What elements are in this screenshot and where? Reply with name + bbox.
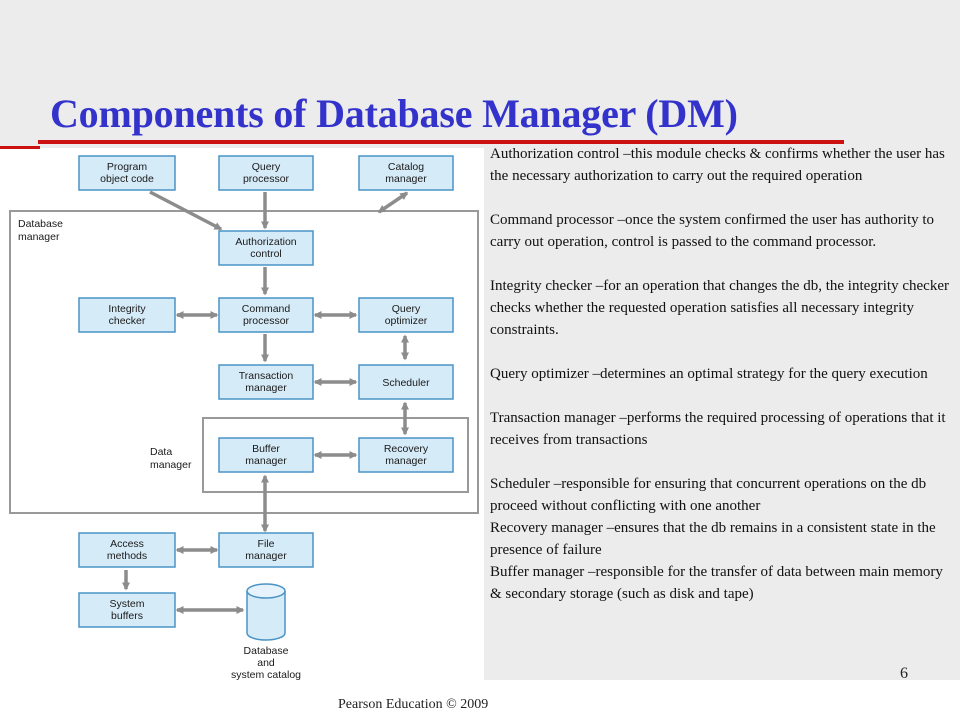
data-manager-label: Data manager xyxy=(150,446,192,471)
desc-integrity-checker: Integrity checker –for an operation that… xyxy=(490,278,949,338)
component-descriptions: Authorization control –this module check… xyxy=(490,143,952,605)
figure-panel: Database manager Data manager xyxy=(0,148,484,680)
title-underline xyxy=(38,140,844,144)
box-file-manager xyxy=(218,532,314,568)
desc-buffer-manager: Buffer manager –responsible for the tran… xyxy=(490,564,943,602)
box-catalog-manager xyxy=(358,155,454,191)
arrow-program-to-auth xyxy=(149,190,223,231)
desc-authorization-control: Authorization control –this module check… xyxy=(490,146,945,184)
desc-query-optimizer: Query optimizer –determines an optimal s… xyxy=(490,366,928,382)
database-cylinder xyxy=(246,583,286,641)
box-integrity-checker xyxy=(78,297,176,333)
box-buffer-manager xyxy=(218,437,314,473)
dm-diagram: Database manager Data manager xyxy=(9,155,479,680)
desc-command-processor: Command processor –once the system confi… xyxy=(490,212,935,250)
box-access-methods xyxy=(78,532,176,568)
data-manager-region xyxy=(202,417,469,493)
box-command-processor xyxy=(218,297,314,333)
box-query-optimizer xyxy=(358,297,454,333)
footer-copyright: Pearson Education © 2009 xyxy=(338,697,489,712)
box-recovery-manager xyxy=(358,437,454,473)
label-scheduler: Scheduler xyxy=(382,377,430,389)
box-scheduler xyxy=(358,364,454,400)
desc-transaction-manager: Transaction manager –performs the requir… xyxy=(490,410,946,448)
footer-strip xyxy=(0,680,960,720)
database-manager-label: Database manager xyxy=(18,218,66,243)
box-program-object-code xyxy=(78,155,176,191)
box-authorization-control xyxy=(218,230,314,266)
box-transaction-manager xyxy=(218,364,314,400)
arrow-catalog xyxy=(377,191,409,214)
box-system-buffers xyxy=(78,592,176,628)
page-number: 6 xyxy=(900,665,908,682)
desc-scheduler: Scheduler –responsible for ensuring that… xyxy=(490,476,927,514)
box-query-processor xyxy=(218,155,314,191)
database-manager-region xyxy=(9,210,479,514)
desc-recovery-manager: Recovery manager –ensures that the db re… xyxy=(490,520,936,558)
slide-title: Components of Database Manager (DM) xyxy=(50,91,738,136)
title-underline-left xyxy=(0,146,40,149)
